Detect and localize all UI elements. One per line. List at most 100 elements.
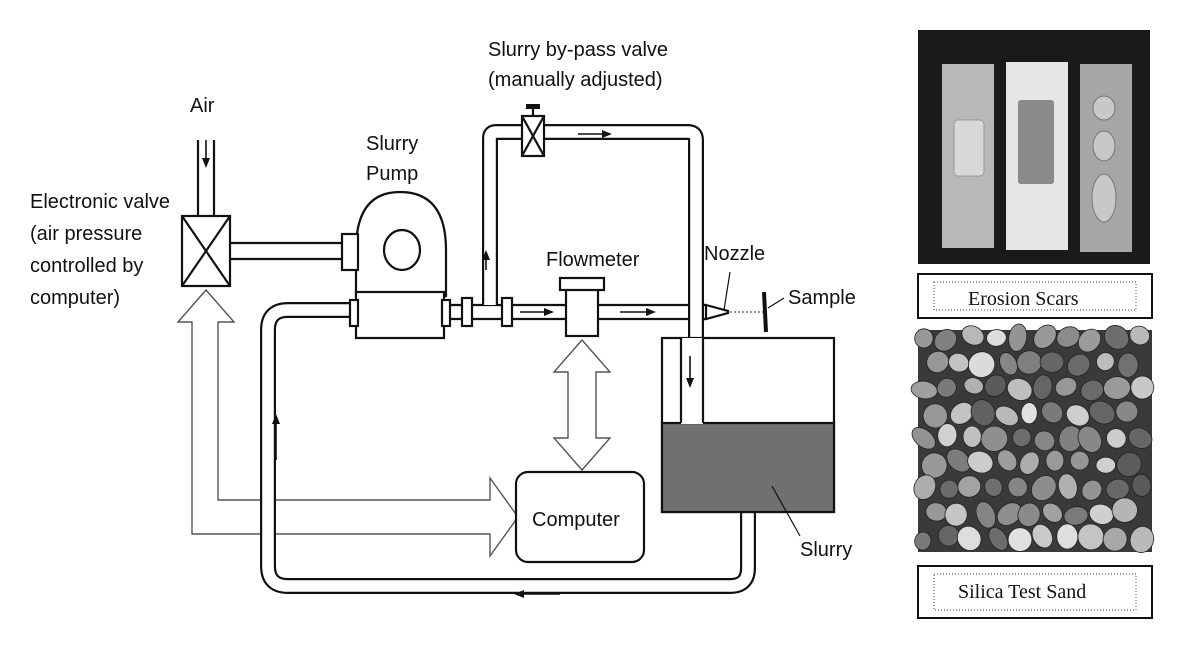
sand-grain [961,325,985,346]
control-signal-arrow [176,288,519,559]
slurry-tank [660,336,836,514]
sand-grain [1131,474,1152,497]
sand-grain [1008,323,1028,352]
sand-grain [1096,352,1115,372]
sand-grain [1130,375,1155,400]
svg-text:(air pressure: (air pressure [30,223,142,245]
sand-grain [1080,379,1105,402]
sand-grain [1042,502,1063,523]
svg-text:Silica Test Sand: Silica Test Sand [958,581,1086,603]
sand-grain [933,329,958,352]
svg-text:Slurry: Slurry [366,133,418,155]
svg-text:Pump: Pump [366,163,418,185]
sand-grain [910,380,938,400]
sand-grain [1012,427,1032,448]
air-inlet-pipe [196,140,216,216]
sand-grain [1088,503,1114,525]
slurry-pump [340,190,452,340]
sand-grain [1063,506,1089,526]
slurry-label: Slurry [800,539,852,561]
svg-text:Computer: Computer [532,509,620,531]
sand-grain [1103,325,1130,350]
silica-sand-caption: Silica Test Sand [917,565,1153,619]
sand-grain [922,403,948,429]
svg-text:Electronic valve: Electronic valve [30,191,170,213]
nozzle [704,271,764,321]
sand-grain [970,399,996,427]
sand-grain [1103,376,1131,400]
sand-grain [975,501,997,529]
sand-grain [962,425,982,448]
sand-grain [1054,376,1078,397]
sand-grain [967,351,996,378]
sand-grain [1045,449,1065,472]
sample-label: Sample [788,287,856,309]
sand-grain [1077,523,1105,551]
sand-grain [1057,473,1078,500]
svg-text:computer): computer) [30,287,120,309]
sand-grain [1088,400,1116,425]
sand-grain [996,502,1022,526]
sand-grain [1102,526,1128,552]
sand-grain [984,477,1003,497]
bypass-valve [520,104,546,158]
svg-text:(manually adjusted): (manually adjusted) [488,69,663,91]
erosion-scars-caption: Erosion Scars [917,273,1153,319]
sand-grain [1056,523,1079,550]
sand-grain [984,374,1007,397]
nozzle-label: Nozzle [704,243,765,265]
sand-grain [994,405,1019,427]
sand-grain [944,502,968,527]
sand-grain [911,427,936,450]
sand-grain [997,449,1018,472]
sand-grain [946,448,971,473]
sand-grain [1077,425,1102,453]
sand-grain [914,531,932,551]
sand-grain [1065,404,1090,427]
flowmeter-computer-link [552,338,612,472]
svg-text:Erosion Scars: Erosion Scars [968,288,1079,310]
sand-grain [957,475,982,498]
sand-grain [1128,427,1153,449]
silica-sand-photo [910,323,1155,553]
sand-grain [1039,351,1065,373]
sand-grain [1033,430,1056,452]
flowmeter-label: Flowmeter [546,249,640,271]
sand-grain [1007,476,1028,498]
sand-grain [1056,326,1081,348]
sand-grain [914,328,934,349]
sand-grain [936,378,957,398]
sand-grain [937,423,958,448]
sand-grain [1006,377,1033,401]
sand-grain [980,425,1009,452]
electronic-valve [180,214,232,288]
electronic-valve-label: Electronic valve (air pressure controlle… [30,191,170,309]
sand-grain [967,450,994,474]
sand-grain [1066,353,1091,377]
air-label: Air [190,95,215,117]
sand-grain [937,524,960,547]
sand-grain [1129,526,1155,553]
air-to-pump-pipe [230,241,344,261]
computer: Computer [514,470,646,564]
sand-grain [1020,402,1038,425]
sand-grain [1111,497,1138,523]
sand-grain [926,350,950,373]
sand-grain [913,474,937,500]
sand-grain [949,401,974,425]
sand-grain [1033,324,1057,349]
sand-grain [999,352,1018,376]
sand-grain [988,527,1009,551]
sand-grain [1041,401,1064,424]
sand-grain [1115,400,1139,423]
sand-grain [1069,450,1090,471]
sand-grain [1031,523,1054,549]
bypass-valve-label: Slurry by-pass valve (manually adjusted) [488,39,668,91]
sand-grain [1117,352,1139,378]
bypass-loop [482,124,704,420]
erosion-scars-photo [918,30,1150,264]
slurry-pump-label: Slurry Pump [366,133,418,185]
sample [762,291,785,333]
sand-grain [1106,428,1127,449]
